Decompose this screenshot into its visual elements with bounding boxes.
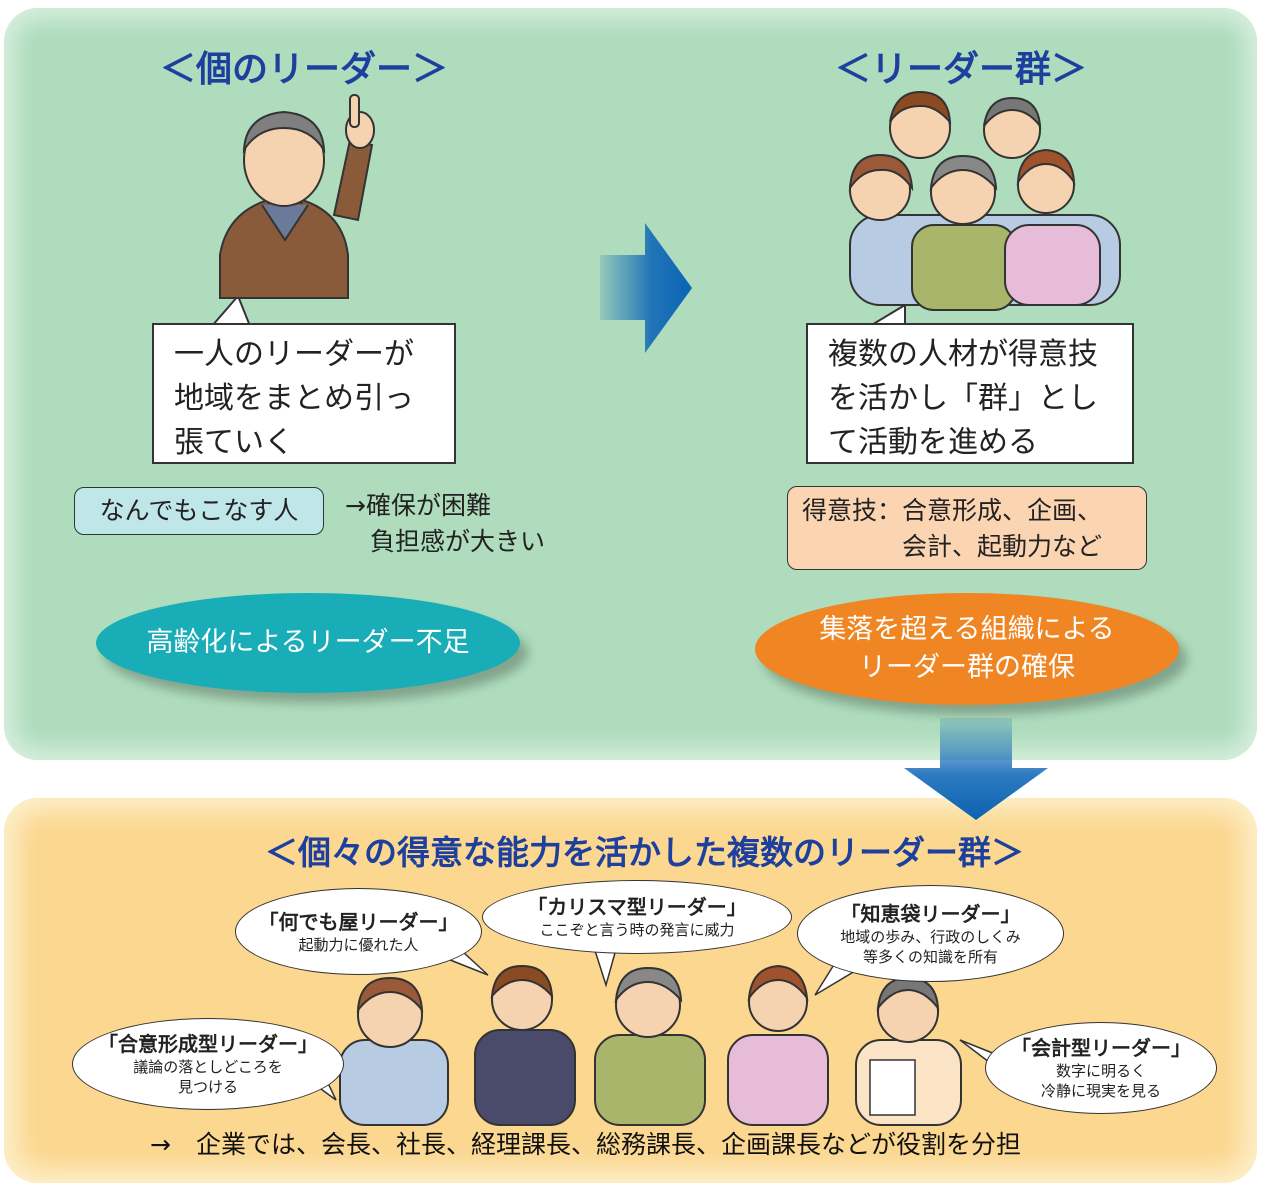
bubble-nandemo-leader: 「何でも屋リーダー」 起動力に優れた人 [235,888,482,975]
bubble-chie-leader: 「知恵袋リーダー」 地域の歩み、行政のしくみ 等多くの知識を所有 [797,885,1064,982]
single-leader-figure [219,94,375,299]
multiple-leaders-heading: ＜個々の得意な能力を活かした複数のリーダー群＞ [265,833,1024,872]
bubble-desc: 冷静に現実を見る [1040,1082,1161,1100]
bubble-desc: 数字に明るく [1055,1062,1146,1080]
bubble-title: 「合意形成型リーダー」 [98,1032,318,1056]
bubble-desc: 等多くの知識を所有 [862,947,998,966]
bubble-charisma-leader: 「カリスマ型リーダー」 ここぞと言う時の発言に威力 [482,880,792,954]
bubble-desc: 地域の歩み、行政のしくみ [840,927,1021,946]
bubble-title: 「何でも屋リーダー」 [258,909,459,934]
ellipse-line: リーダー群の確保 [859,652,1075,683]
bubble-goui-leader: 「合意形成型リーダー」 議論の落としどころを 見つける [72,1018,344,1110]
speech-line: て活動を進める [828,425,1038,460]
all-rounder-tag: なんでもこなす人 [74,487,324,535]
leader-shortage-ellipse: 高齢化によるリーダー不足 [96,593,520,693]
speech-line: 一人のリーダーが [174,337,414,372]
skills-tag: 得意技：合意形成、企画、 会計、起動力など [787,486,1147,570]
single-leader-heading: ＜個のリーダー＞ [160,49,449,90]
single-leader-speech: 一人のリーダーが 地域をまとめ引っ 張ていく [152,323,456,464]
leader-group-figure [848,90,1121,311]
speech-line: 地域をまとめ引っ [174,381,414,416]
difficulty-note: →確保が困難 負担感が大きい [345,491,546,556]
speech-line: 張ていく [174,425,294,460]
bubble-title: 「カリスマ型リーダー」 [527,895,747,919]
leader-group-speech: 複数の人材が得意技 を活かし「群」とし て活動を進める [806,323,1134,464]
footer-note: → 企業では、会長、社長、経理課長、総務課長、企画課長などが役割を分担 [150,1130,1021,1159]
bubble-desc: 起動力に優れた人 [298,935,419,954]
down-arrow-icon [904,718,1048,820]
ellipse-line: 集落を超える組織による [819,614,1115,645]
speech-line: を活かし「群」とし [828,381,1098,416]
right-arrow-icon [600,223,692,353]
leader-group-secure-ellipse: 集落を超える組織による リーダー群の確保 [755,593,1179,705]
bubble-title: 「会計型リーダー」 [1011,1036,1191,1060]
leader-group-heading: ＜リーダー群＞ [835,49,1088,90]
speech-line: 複数の人材が得意技 [828,337,1098,372]
skills-line: 得意技：合意形成、企画、 [802,496,1103,525]
bubble-desc: ここぞと言う時の発言に威力 [539,921,735,939]
bubble-kaikei-leader: 「会計型リーダー」 数字に明るく 冷静に現実を見る [985,1022,1217,1114]
skills-line: 会計、起動力など [802,532,1103,561]
leaders-row-figures [339,964,962,1126]
bubble-title: 「知恵袋リーダー」 [840,901,1021,926]
bubble-desc: 議論の落としどころを [133,1058,283,1076]
bubble-desc: 見つける [177,1078,238,1096]
speech-tail-left [209,294,252,327]
